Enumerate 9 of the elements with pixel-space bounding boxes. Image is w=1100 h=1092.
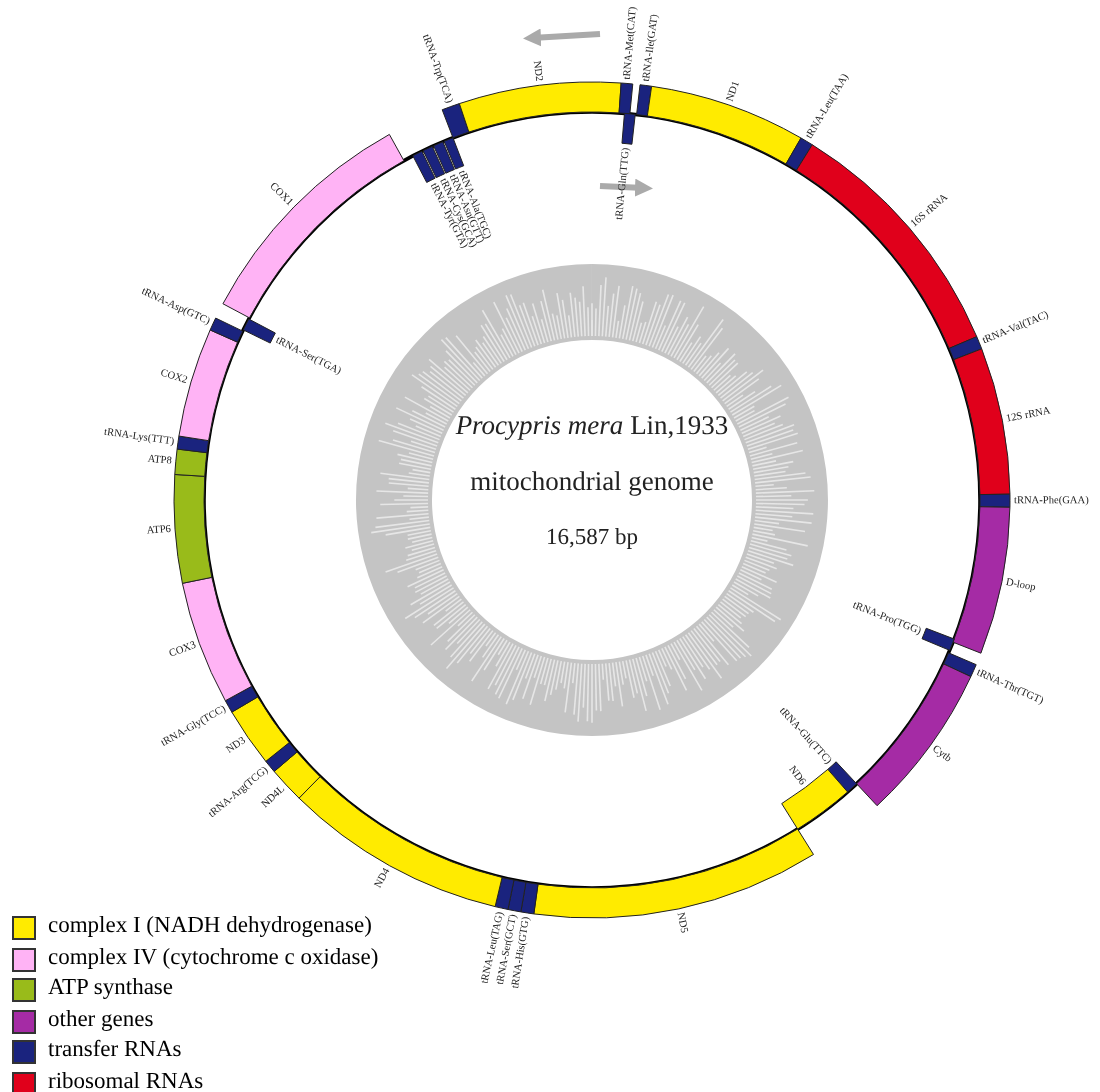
legend-label: ribosomal RNAs [48, 1069, 204, 1092]
legend-label: ATP synthase [48, 976, 174, 1002]
legend-label: other genes [48, 1007, 154, 1033]
genome-caption: Procypris mera Lin,1933 [453, 410, 731, 442]
legend-label: complex IV (cytochrome c oxidase) [48, 945, 379, 971]
genome-caption: 16,587 bp [544, 526, 640, 550]
legend-label: complex I (NADH dehydrogenase) [48, 914, 372, 940]
genome-caption: mitochondrial genome [468, 466, 716, 498]
legend-label: transfer RNAs [48, 1038, 182, 1064]
